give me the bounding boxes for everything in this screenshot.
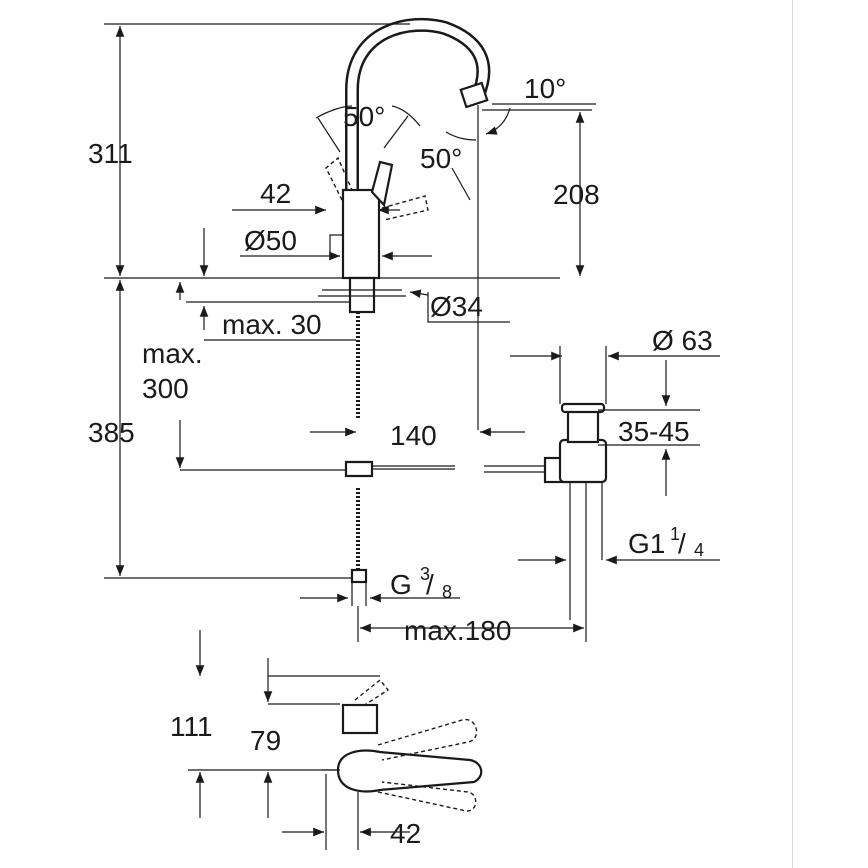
label-d50: Ø50 (244, 225, 297, 256)
dimension-lines (104, 23, 720, 850)
label-311: 311 (88, 138, 133, 169)
mounting-shank (348, 276, 376, 314)
label-385: 385 (88, 417, 135, 448)
label-g1-num: 1 (670, 524, 680, 544)
aerator (459, 81, 489, 109)
label-g1: G1 (628, 528, 665, 559)
rod-clamp (344, 460, 374, 478)
label-max-30: max. 30 (222, 309, 322, 340)
waste-body (558, 438, 608, 484)
label-35-45: 35-45 (618, 416, 690, 447)
label-140: 140 (390, 420, 437, 451)
label-208: 208 (553, 179, 600, 210)
lever (370, 160, 394, 208)
label-50-deg-left: 50° (343, 101, 385, 132)
label-10-deg: 10° (524, 73, 566, 104)
label-111: 111 (170, 711, 213, 742)
svg-text:/: / (678, 528, 686, 559)
dimension-labels: 311 10° 50° 50° 208 42 Ø50 Ø34 max. 30 m… (88, 73, 713, 849)
faucet-body (341, 188, 381, 280)
label-g: G (390, 569, 412, 600)
label-42-plan: 42 (390, 818, 421, 849)
page-edge-divider (792, 0, 793, 868)
label-d63: Ø 63 (652, 325, 713, 356)
label-max: max. (142, 338, 203, 369)
waste-flange (560, 402, 606, 414)
label-300: 300 (142, 373, 189, 404)
faucet-plan (322, 679, 483, 812)
label-50-deg-right: 50° (420, 143, 462, 174)
label-42-top: 42 (260, 178, 291, 209)
svg-text:/: / (426, 569, 434, 600)
label-max-180: max.180 (404, 615, 511, 646)
supply-nut (350, 568, 368, 584)
label-79: 79 (250, 725, 281, 756)
plan-spout (336, 749, 483, 793)
waste-neck (566, 406, 600, 444)
plan-body (341, 703, 379, 735)
label-g-num: 3 (420, 564, 430, 584)
waste-assembly (484, 402, 608, 620)
label-g1-den: 4 (694, 540, 704, 560)
label-d34: Ø34 (430, 291, 483, 322)
label-g-den: 8 (442, 582, 452, 602)
faucet-elevation (318, 17, 491, 584)
